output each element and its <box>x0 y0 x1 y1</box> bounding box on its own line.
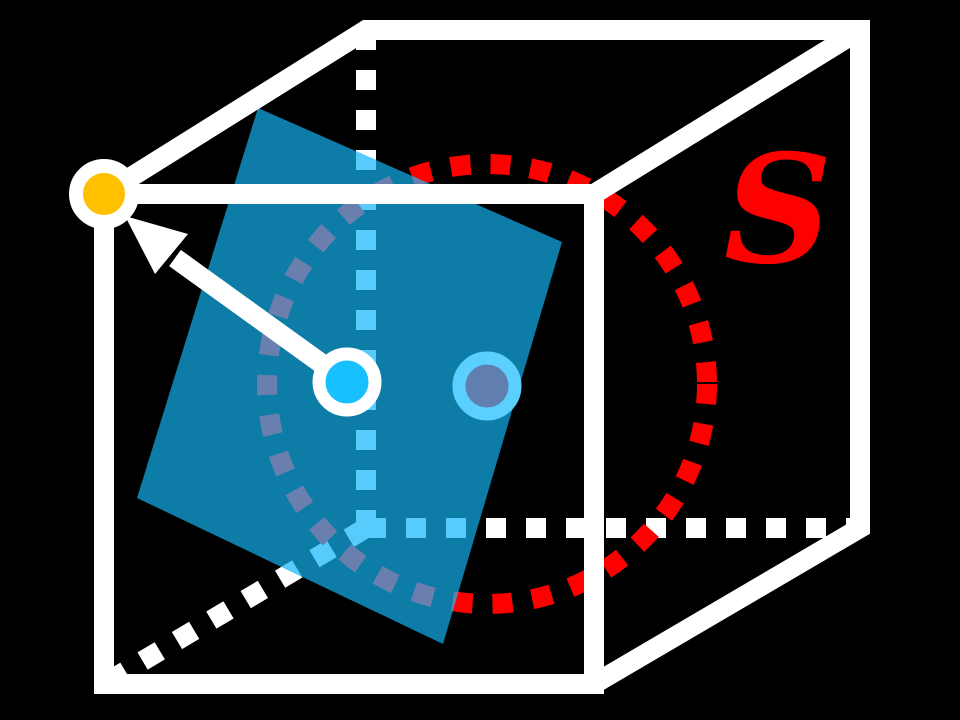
center-point <box>312 347 382 417</box>
arrow-head-icon <box>125 216 188 274</box>
hidden-edges-through-plane <box>137 150 480 644</box>
hidden-edge-diagonal-tinted <box>137 519 372 644</box>
arrow-shaft <box>169 249 353 391</box>
projected-point <box>452 351 522 421</box>
corner-point <box>69 159 139 229</box>
cube-top-right-edge <box>588 21 866 203</box>
cube-front-face <box>94 184 604 694</box>
circle-s-through-plane <box>257 154 562 614</box>
cube-edges <box>94 20 870 694</box>
arrow <box>125 216 353 391</box>
label-s: S <box>724 122 832 298</box>
